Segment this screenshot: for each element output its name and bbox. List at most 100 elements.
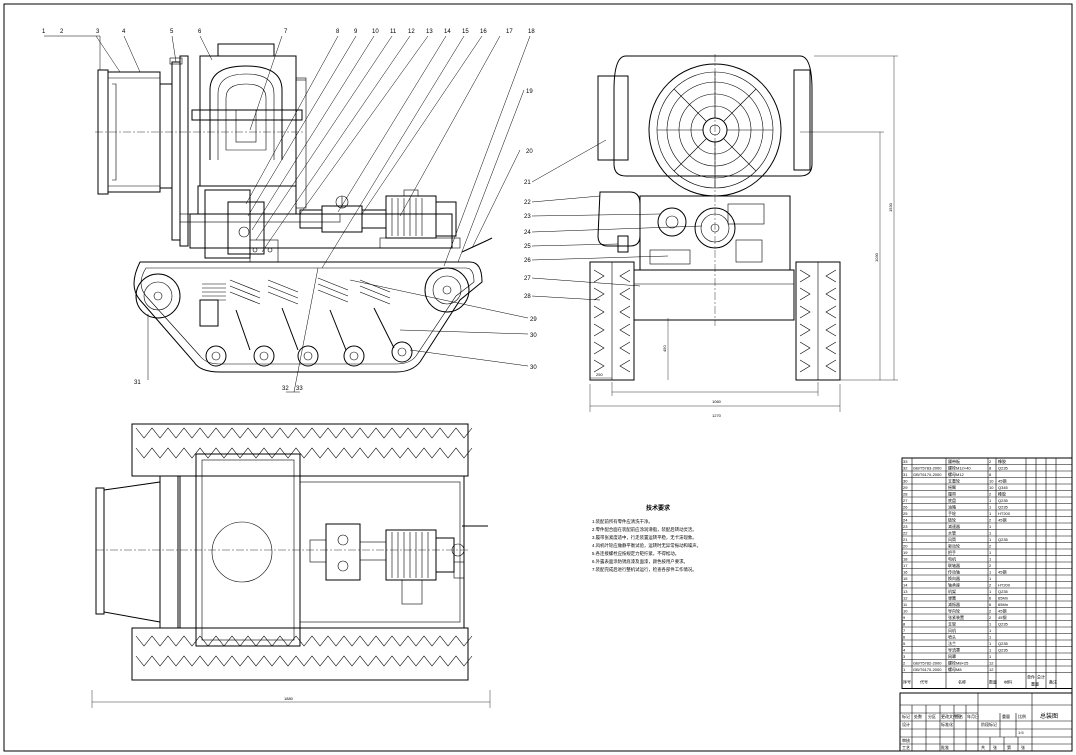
bom-row-material: 45钢 <box>998 478 1006 484</box>
bom-row-material: 45钢 <box>998 614 1006 620</box>
bom-row-name: 螺母M12 <box>948 471 965 477</box>
bom-row-no: 5 <box>903 641 906 646</box>
bom-row-name: 螺栓M12×40 <box>948 465 971 471</box>
bom-row-name: 联轴器 <box>948 562 960 568</box>
bom-row-name: 风筒 <box>948 536 956 542</box>
dim-axis-height: 1030 <box>874 252 879 262</box>
bom-row-qty: 1 <box>989 628 992 633</box>
callout-9: 9 <box>354 29 358 35</box>
note-line: 3.履带张紧度适中，行走装置运转平稳，无卡滞现象。 <box>592 534 697 541</box>
bom-row-no: 2 <box>903 661 906 666</box>
bom-row-code: GB/T5783-2000 <box>913 466 942 471</box>
bom-row-material: Q235 <box>998 622 1009 627</box>
bom-row-code: GB/T6170-2000 <box>913 472 942 477</box>
bom-row-no: 14 <box>903 583 908 588</box>
callout-24: 24 <box>524 230 531 236</box>
bom-row-name: 油箱 <box>948 504 956 510</box>
dim-overall-width: 1270 <box>712 413 722 418</box>
bom-row-material: 65Mn <box>998 602 1008 607</box>
front-callouts: 1 2 3 4 5 6 7 8 9 10 11 12 13 14 15 16 1… <box>42 29 535 392</box>
bom-row-code: GB/T5782-2000 <box>913 661 942 666</box>
callout-11: 11 <box>390 29 397 35</box>
bom-row-qty: 1 <box>989 524 992 529</box>
callout-25: 25 <box>524 244 531 250</box>
callout-7: 7 <box>284 29 288 35</box>
bom-row-name: 轴承座 <box>948 582 960 588</box>
bom-row-name: 摇臂 <box>948 484 956 490</box>
bom-row-no: 10 <box>903 609 908 614</box>
notes-title: 技术要求 <box>646 504 671 512</box>
callout-28: 28 <box>524 294 531 300</box>
callout-16: 16 <box>480 29 487 35</box>
bom-row-no: 28 <box>903 492 908 497</box>
bom-row-material: 橡胶 <box>998 491 1006 497</box>
bom-row-no: 22 <box>903 531 908 536</box>
callout-5: 5 <box>170 29 174 35</box>
callout-26: 26 <box>524 258 531 264</box>
callout-33: 33 <box>296 386 303 392</box>
bom-row-qty: 1 <box>989 570 992 575</box>
bom-row-name: 把手 <box>948 549 956 555</box>
bom-row-name: 电机 <box>948 556 956 562</box>
tb-scale: 1:5 <box>1018 730 1024 735</box>
bom-row-material: Q235 <box>998 589 1009 594</box>
bom-row-qty: 1 <box>989 635 992 640</box>
bom-row-no: 9 <box>903 615 906 620</box>
bom-row-name: 导向轮 <box>948 608 960 614</box>
bom-row-qty: 2 <box>989 563 992 568</box>
bom-row-qty: 2 <box>989 459 992 464</box>
top-view: 1880 <box>91 423 491 708</box>
bom-row-no: 8 <box>903 622 906 627</box>
dim-track-width: 250 <box>596 372 603 377</box>
bom-header-total-weight: 总计 <box>1037 674 1045 680</box>
bom-header-material: 材料 <box>1004 679 1012 685</box>
bom-header-code: 代号 <box>920 679 928 685</box>
tb-design: 设计 <box>902 721 910 727</box>
callout-1: 1 <box>42 29 46 35</box>
note-line: 2.零件配合面在装配前应涂润滑脂，装配后转动灵活。 <box>592 526 697 533</box>
callout-21: 21 <box>524 180 531 186</box>
bom-row-no: 30 <box>903 479 908 484</box>
bom-row-material: Q235 <box>998 537 1009 542</box>
dim-overall-length: 1880 <box>284 696 294 701</box>
bom-row-no: 13 <box>903 589 908 594</box>
callout-20: 20 <box>526 149 533 155</box>
callout-12: 12 <box>408 29 415 35</box>
callout-30b: 30 <box>530 365 537 371</box>
bom-row-no: 23 <box>903 524 908 529</box>
bom-row-material: 45钢 <box>998 608 1006 614</box>
bom-row-name: 底盘 <box>948 497 956 503</box>
bom-row-qty: 1 <box>989 654 992 659</box>
bom-row-qty: 2 <box>989 615 992 620</box>
bom-row-no: 12 <box>903 596 908 601</box>
tb-approve: 批准 <box>941 744 949 750</box>
bom-row-qty: 12 <box>989 661 994 666</box>
bom-row-no: 32 <box>903 466 908 471</box>
tb-sheet-total: 共 <box>981 744 985 750</box>
bom-row-qty: 1 <box>989 531 992 536</box>
bom-row-material: Q235 <box>998 466 1009 471</box>
callout-10: 10 <box>372 29 379 35</box>
bom-row-name: 传动轴 <box>948 569 960 575</box>
bom-row-no: 26 <box>903 505 908 510</box>
bom-frame <box>901 457 1073 689</box>
note-line: 1.装配前所有零件应清洗干净。 <box>592 518 653 525</box>
tb-sheet-unit2: 张 <box>1021 744 1025 750</box>
bom-row-no: 25 <box>903 511 908 516</box>
bom-row-name: 支重轮 <box>948 478 960 484</box>
tb-ratio: 比例 <box>1018 713 1026 719</box>
bom-row-name: 履带 <box>948 491 956 497</box>
bom-row-qty: 2 <box>989 492 992 497</box>
bom-row-name: 喷头 <box>948 634 956 640</box>
bom-row-qty: 2 <box>989 583 992 588</box>
bom-row-name: 履带板 <box>948 458 960 464</box>
side-callouts: 21 22 23 24 25 26 27 28 <box>524 180 531 300</box>
bom-row-material: Q235 <box>998 498 1009 503</box>
drawing-title: 总装图 <box>1040 712 1058 720</box>
bom-row-code: GB/T6170-2000 <box>913 667 942 672</box>
tb-sign: 签名 <box>955 713 963 719</box>
bom-row-name: 支架 <box>948 621 956 627</box>
bom-row-no: 1 <box>903 667 906 672</box>
